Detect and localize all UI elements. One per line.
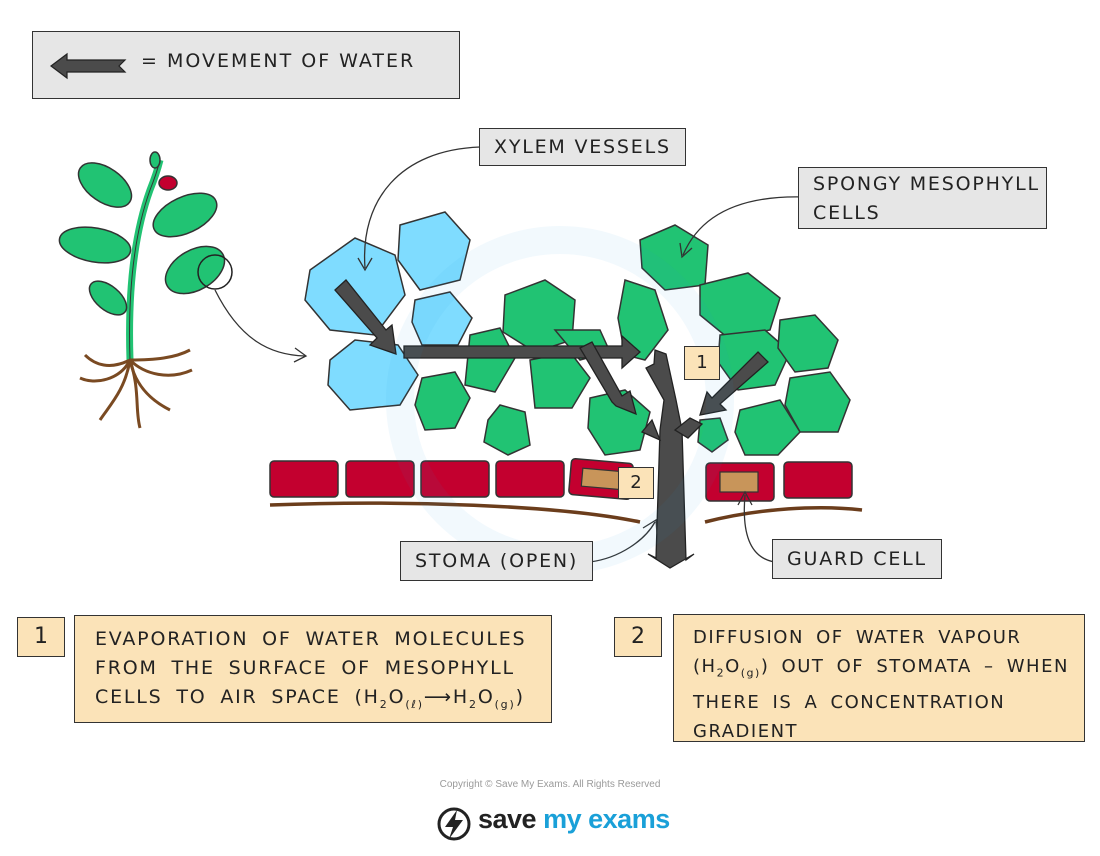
copyright-text: Copyright © Save My Exams. All Rights Re…	[439, 779, 661, 790]
label-spongy-line2: CELLS	[813, 202, 881, 224]
step2-number: 2	[614, 617, 662, 657]
guard-cell-right-inner	[719, 471, 759, 493]
step2-line3: THERE IS A CONCENTRATION	[693, 691, 1006, 713]
cuticle-right	[704, 505, 863, 524]
step2-explanation: DIFFUSION OF WATER VAPOUR (H2O(g)) OUT O…	[673, 614, 1085, 742]
step1-number: 1	[17, 617, 65, 657]
label-guard-cell: GUARD CELL	[772, 539, 942, 579]
logo-word-exams: exams	[588, 804, 670, 834]
plant-illustration	[58, 151, 308, 429]
step1-line1: EVAPORATION OF WATER MOLECULES	[95, 628, 527, 650]
lower-epidermis	[269, 457, 853, 502]
legend-text: = MOVEMENT OF WATER	[141, 50, 416, 72]
legend-box: = MOVEMENT OF WATER	[32, 31, 460, 99]
xylem-cells	[304, 211, 473, 411]
cuticle-left	[269, 501, 641, 524]
marker-2: 2	[618, 467, 654, 499]
step1-line3: CELLS TO AIR SPACE (H2O(ℓ)⟶H2O(g))	[95, 686, 525, 711]
marker-1: 1	[684, 346, 720, 380]
lightning-bolt-icon	[437, 807, 471, 841]
label-stoma-open: STOMA (OPEN)	[400, 541, 594, 581]
step2-line1: DIFFUSION OF WATER VAPOUR	[693, 627, 1022, 648]
step1-explanation: EVAPORATION OF WATER MOLECULES FROM THE …	[74, 615, 552, 723]
legend-arrow-icon	[50, 52, 127, 80]
logo-word-my: my	[543, 804, 582, 834]
logo-word-save: save	[478, 804, 537, 834]
step2-line2: (H2O(g)) OUT OF STOMATA – WHEN	[693, 656, 1069, 680]
leader-lines	[357, 146, 806, 563]
step2-line4: GRADIENT	[693, 720, 799, 742]
label-spongy-mesophyll: SPONGY MESOPHYLL CELLS	[798, 167, 1047, 229]
save-my-exams-logo: save my exams	[436, 804, 676, 844]
water-movement-arrows	[334, 279, 769, 569]
label-xylem-vessels: XYLEM VESSELS	[479, 128, 686, 166]
step1-line2: FROM THE SURFACE OF MESOPHYLL	[95, 657, 515, 679]
label-spongy-line1: SPONGY MESOPHYLL	[813, 173, 1040, 195]
